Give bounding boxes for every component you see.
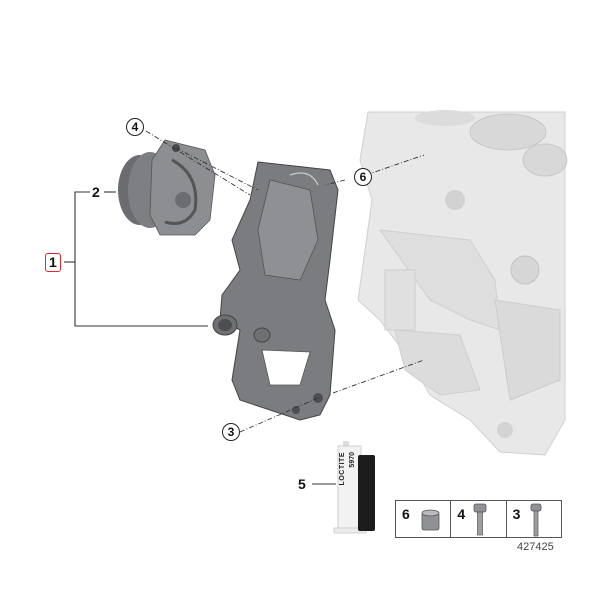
callout-3[interactable]: 3 — [222, 423, 240, 441]
pump-housing-bracket — [212, 161, 339, 421]
callout-6[interactable]: 6 — [354, 168, 372, 186]
legend-item-3[interactable]: 3 — [507, 501, 561, 537]
legend-item-4[interactable]: 4 — [451, 501, 507, 537]
legend-number: 6 — [402, 506, 410, 522]
fastener-legend: 6 4 3 — [395, 500, 562, 538]
callout-4[interactable]: 4 — [126, 118, 144, 136]
dashed-leaders — [145, 130, 425, 433]
bolt-icon — [530, 503, 542, 537]
callout-2[interactable]: 2 — [92, 184, 100, 200]
legend-item-6[interactable]: 6 — [396, 501, 452, 537]
cartridge-product-text: 5970 — [349, 452, 356, 468]
leader-lines — [64, 191, 336, 485]
sealant-cartridge — [333, 441, 375, 534]
bolt-icon — [473, 503, 487, 536]
legend-number: 3 — [512, 506, 521, 522]
diagram-reference-number: 427425 — [517, 541, 554, 553]
sleeve-icon — [421, 509, 440, 531]
callout-1[interactable]: 1 — [45, 253, 61, 272]
callout-5[interactable]: 5 — [298, 476, 306, 492]
water-pump — [118, 139, 216, 236]
engine-block — [357, 110, 568, 456]
legend-number: 4 — [457, 506, 466, 522]
